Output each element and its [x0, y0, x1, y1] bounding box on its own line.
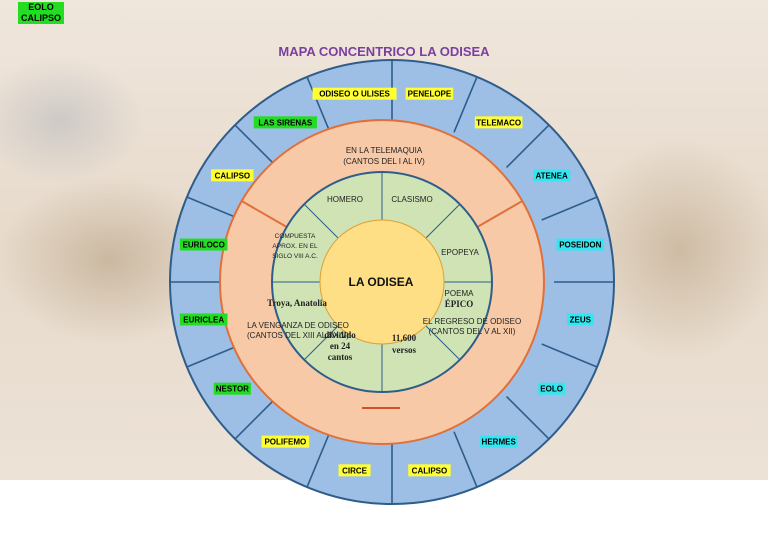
middle-top-line-2: (CANTOS DEL I AL IV)	[343, 157, 425, 166]
inner-compuesta-2: APROX. EN EL	[272, 243, 318, 250]
inner-poema-2: ÉPICO	[445, 299, 474, 309]
corner-label-line: CALIPSO	[21, 13, 62, 23]
outer-label-bg	[213, 382, 251, 395]
outer-divider	[234, 124, 279, 169]
outer-label-text: CIRCE	[342, 466, 368, 475]
outer-divider	[306, 431, 331, 488]
middle-divider	[241, 200, 288, 228]
inner-clasismo: CLASISMO	[391, 195, 432, 204]
inner-troya: Troya, Anatolia	[267, 298, 327, 308]
outer-divider	[453, 76, 478, 133]
inner-versos-1: 11,600	[392, 333, 417, 343]
outer-label: POSEIDON	[556, 238, 605, 251]
outer-label: EURILOCO	[179, 238, 228, 251]
outer-label: ATENEA	[533, 169, 571, 182]
outer-label-bg	[338, 464, 371, 477]
inner-dividida-2: en 24	[330, 341, 351, 351]
outer-label: POLIFEMO	[261, 435, 310, 448]
outer-label-bg	[179, 313, 228, 326]
ring-texts: EN LA TELEMAQUIA (CANTOS DEL I AL IV) LA…	[247, 146, 521, 362]
outer-label: CALIPSO	[408, 464, 451, 477]
outer-divider	[306, 76, 331, 133]
outer-label: ODISEO O ULISES	[312, 87, 397, 100]
inner-dividida-1: dividido	[324, 330, 356, 340]
inner-homero: HOMERO	[327, 195, 363, 204]
inner-versos-2: versos	[392, 345, 416, 355]
outer-label: LAS SIRENAS	[253, 116, 317, 129]
middle-right-line-1: EL REGRESO DE ODISEO	[423, 317, 521, 326]
outer-label-bg	[533, 169, 571, 182]
outer-ring-labels: PENELOPE TELEMACO ATENEA POSEIDON ZEUS EOLO HE…	[179, 87, 605, 477]
center-circle	[319, 219, 445, 345]
outer-label: HERMES	[480, 435, 518, 448]
outer-label-text: HERMES	[482, 438, 517, 447]
outer-label-bg	[474, 116, 523, 129]
outer-divider	[234, 395, 279, 440]
outer-divider	[541, 196, 598, 221]
inner-compuesta-1: COMPUESTA	[275, 233, 316, 240]
inner-compuesta-3: SIGLO VIII A.C.	[272, 253, 318, 260]
outer-label-bg	[556, 238, 605, 251]
outer-label-bg	[538, 382, 566, 395]
outer-divider	[505, 124, 550, 169]
outer-label-text: CALIPSO	[215, 171, 251, 180]
outer-label-bg	[566, 313, 594, 326]
outer-label-text: EURILOCO	[183, 241, 225, 250]
outer-divider	[541, 343, 598, 368]
outer-label-bg	[179, 238, 228, 251]
inner-divider	[303, 203, 339, 239]
outer-label-text: ODISEO O ULISES	[319, 90, 390, 99]
outer-label-text: ZEUS	[570, 315, 592, 324]
corner-label-line: EOLO	[28, 2, 54, 12]
center-title: LA ODISEA	[349, 275, 414, 289]
outer-label: EURICLEA	[179, 313, 228, 326]
outer-label-text: PENELOPE	[408, 90, 452, 99]
outer-label-bg	[211, 169, 254, 182]
outer-label-bg	[408, 464, 451, 477]
inner-divider	[425, 203, 461, 239]
inner-poema-1: POEMA	[445, 289, 475, 298]
middle-top-line-1: EN LA TELEMAQUIA	[346, 146, 423, 155]
middle-right-line-2: (CANTOS DEL V AL XII)	[429, 327, 516, 336]
outer-label-text: NESTOR	[216, 385, 249, 394]
outer-label-text: EURICLEA	[183, 315, 224, 324]
outer-label: TELEMACO	[474, 116, 523, 129]
outer-label-text: TELEMACO	[476, 118, 521, 127]
diagram-title: MAPA CONCENTRICO LA ODISEA	[278, 44, 490, 59]
corner-label: EOLO CALIPSO	[18, 2, 65, 24]
rings-group	[169, 59, 615, 505]
outer-label-bg	[405, 87, 454, 100]
middle-left-line-1: LA VENGANZA DE ODISEO	[247, 321, 349, 330]
middle-divider	[476, 200, 523, 228]
outer-divider	[453, 431, 478, 488]
outer-label: PENELOPE	[405, 87, 454, 100]
inner-dividida-3: cantos	[328, 352, 353, 362]
inner-epopeya: EPOPEYA	[441, 248, 479, 257]
outer-label-bg	[312, 87, 397, 100]
outer-label-text: CALIPSO	[412, 466, 448, 475]
outer-divider	[505, 395, 550, 440]
middle-left-line-2: (CANTOS DEL XIII AL XXIV)	[247, 331, 349, 340]
outer-label: EOLO	[538, 382, 566, 395]
outer-label-text: LAS SIRENAS	[258, 118, 312, 127]
outer-label-bg	[253, 116, 317, 129]
outer-label-bg	[480, 435, 518, 448]
outer-label: CALIPSO	[211, 169, 254, 182]
outer-label: CIRCE	[338, 464, 371, 477]
outer-label-text: POSEIDON	[559, 241, 601, 250]
inner-divider	[303, 325, 339, 361]
outer-label: ZEUS	[566, 313, 594, 326]
outer-label-text: POLIFEMO	[264, 438, 306, 447]
outer-label-text: ATENEA	[535, 171, 568, 180]
outer-label-bg	[261, 435, 310, 448]
outer-label-text: EOLO	[540, 385, 563, 394]
outer-label: NESTOR	[213, 382, 251, 395]
inner-divider	[425, 325, 461, 361]
